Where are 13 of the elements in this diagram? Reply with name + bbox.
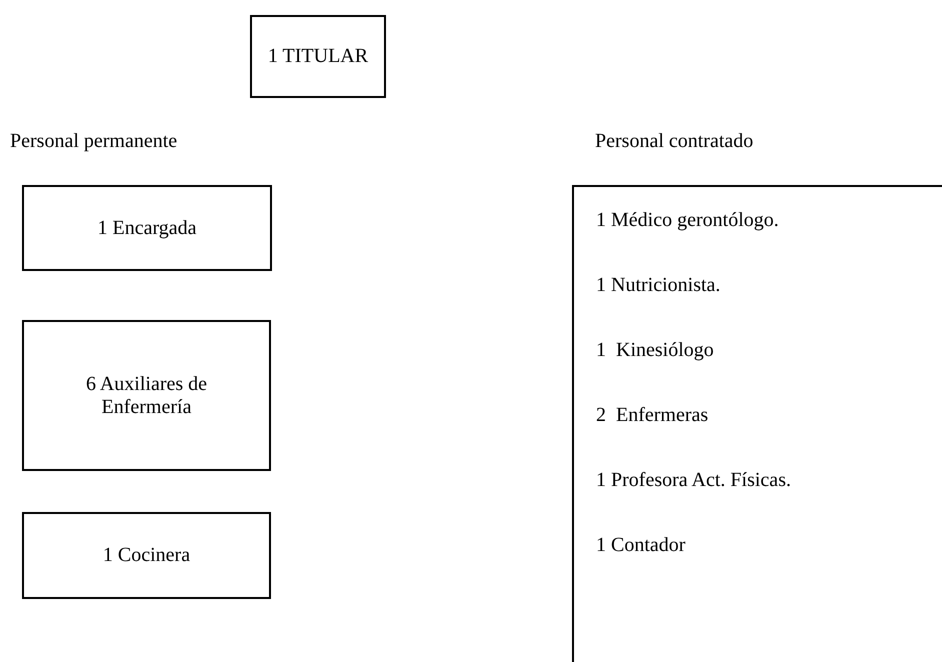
list-item: 1 Contador xyxy=(596,534,686,557)
list-item: 1 Profesora Act. Físicas. xyxy=(596,469,791,492)
staff-list-panel xyxy=(572,185,942,662)
staff-box: 1 Encargada xyxy=(22,185,272,271)
staff-box: 1 Cocinera xyxy=(22,512,271,599)
list-item: 1 Médico gerontólogo. xyxy=(596,209,779,232)
list-item: 1 Nutricionista. xyxy=(596,274,720,297)
section-heading: Personal permanente xyxy=(10,130,178,153)
staff-box: 6 Auxiliares de Enfermería xyxy=(22,320,271,471)
list-item: 2 Enfermeras xyxy=(596,404,708,427)
title-box: 1 TITULAR xyxy=(250,15,386,98)
section-heading: Personal contratado xyxy=(595,130,754,153)
list-item: 1 Kinesiólogo xyxy=(596,339,714,362)
